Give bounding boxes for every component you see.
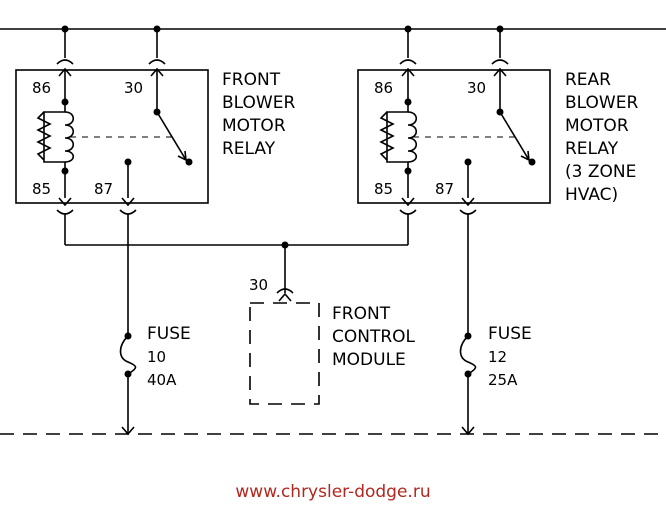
coil-wire [386, 102, 409, 171]
pin-arrow [401, 197, 415, 207]
fuse-label-line: FUSE [488, 324, 532, 344]
module-title-line: MODULE [332, 350, 406, 370]
interconnect-wires [64, 214, 469, 336]
module-outline [249, 302, 320, 405]
pin-arrow [150, 67, 164, 112]
relay-title-line: RELAY [565, 139, 619, 159]
connector-symbol [119, 209, 137, 215]
relay-switch-arm [156, 111, 187, 161]
pin-87-label: 87 [94, 180, 113, 198]
connector-symbol [56, 59, 74, 65]
relay-title-line: RELAY [222, 139, 276, 159]
pin-arrow [401, 67, 415, 101]
connector-symbol [491, 59, 509, 65]
fuse-symbol [459, 335, 477, 375]
pin-arrow [121, 197, 135, 207]
watermark-url: www.chrysler-dodge.ru [235, 482, 430, 502]
fuse-12: FUSE 12 25A [459, 324, 532, 436]
relay-box [15, 69, 209, 204]
fuse-number: 12 [488, 348, 507, 366]
connector-symbol [276, 288, 294, 294]
relay-title-line: (3 ZONE [565, 162, 636, 182]
front-control-module: 30 FRONT CONTROL MODULE [249, 276, 416, 405]
module-title-line: CONTROL [332, 327, 416, 347]
pin-85-label: 85 [32, 180, 51, 198]
module-pin-30-label: 30 [249, 276, 268, 294]
coil-wire [43, 102, 66, 171]
relay-title-line: BLOWER [222, 93, 295, 113]
relay-title-line: MOTOR [222, 116, 286, 136]
coil-winding [64, 111, 75, 163]
connector-symbol [148, 59, 166, 65]
coil-resistor [36, 111, 52, 161]
connector-symbol [399, 59, 417, 65]
switch-arrow [177, 150, 187, 162]
connector-symbol [459, 209, 477, 215]
pin-30-label: 30 [124, 79, 143, 97]
relay-title-line: HVAC) [565, 185, 618, 205]
pin-arrow [58, 197, 72, 207]
relay-title-line: FRONT [222, 70, 281, 90]
relay-title-line: MOTOR [565, 116, 629, 136]
pin-86-label: 86 [374, 79, 393, 97]
relay-title-line: REAR [565, 70, 611, 90]
fuse-label-line: FUSE [147, 324, 191, 344]
pin-arrow [493, 67, 507, 112]
pin-arrow [278, 292, 292, 302]
fuse-rating: 40A [147, 371, 177, 389]
switch-arrow [520, 150, 530, 162]
front-blower-motor-relay: 86 85 30 87 FRONT BLOWER MOTOR RELAY [15, 59, 295, 215]
fuse-10: FUSE 10 40A [119, 324, 191, 436]
pin-87-label: 87 [435, 180, 454, 198]
connector-symbol [399, 209, 417, 215]
terminal-dot [185, 158, 193, 166]
pin-arrow [461, 197, 475, 207]
fuse-number: 10 [147, 348, 166, 366]
relay-switch-arm [499, 111, 530, 161]
fuse-symbol [119, 335, 137, 375]
relay-box [357, 69, 551, 204]
top-drop-wires [64, 29, 501, 58]
pin-86-label: 86 [32, 79, 51, 97]
terminal-dot [528, 158, 536, 166]
pin-arrow [58, 67, 72, 101]
rear-blower-motor-relay: 86 85 30 87 REAR BLOWER MOTOR RELAY (3 Z… [357, 59, 638, 215]
connector-symbol [56, 209, 74, 215]
module-title-line: FRONT [332, 304, 391, 324]
pin-85-label: 85 [374, 180, 393, 198]
fuse-rating: 25A [488, 371, 518, 389]
relay-title-line: BLOWER [565, 93, 638, 113]
coil-winding [407, 111, 418, 163]
coil-resistor [379, 111, 395, 161]
pin-30-label: 30 [467, 79, 486, 97]
